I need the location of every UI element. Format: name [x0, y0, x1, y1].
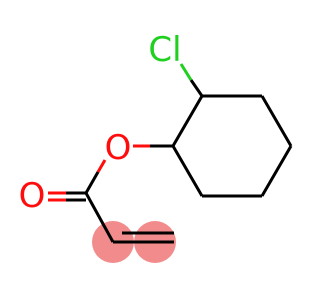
ring-bond: [171, 145, 204, 197]
ring-bond: [260, 95, 293, 147]
c-c-single-bond: [84, 192, 115, 243]
c-cl-bond: [189, 79, 204, 97]
chlorine-label: Cl: [148, 30, 181, 70]
molecule-structure: Cl O O: [19, 30, 293, 263]
ether-oxygen-label: O: [105, 128, 132, 168]
o-carbonyl-carbon-bond: [96, 159, 107, 173]
carbonyl-oxygen-label: O: [19, 176, 46, 216]
o-carbonyl-carbon-bond: [84, 171, 100, 194]
ring-bond: [260, 145, 293, 197]
ring-bond: [171, 95, 204, 147]
c-cl-bond-cl-half: [179, 63, 193, 81]
